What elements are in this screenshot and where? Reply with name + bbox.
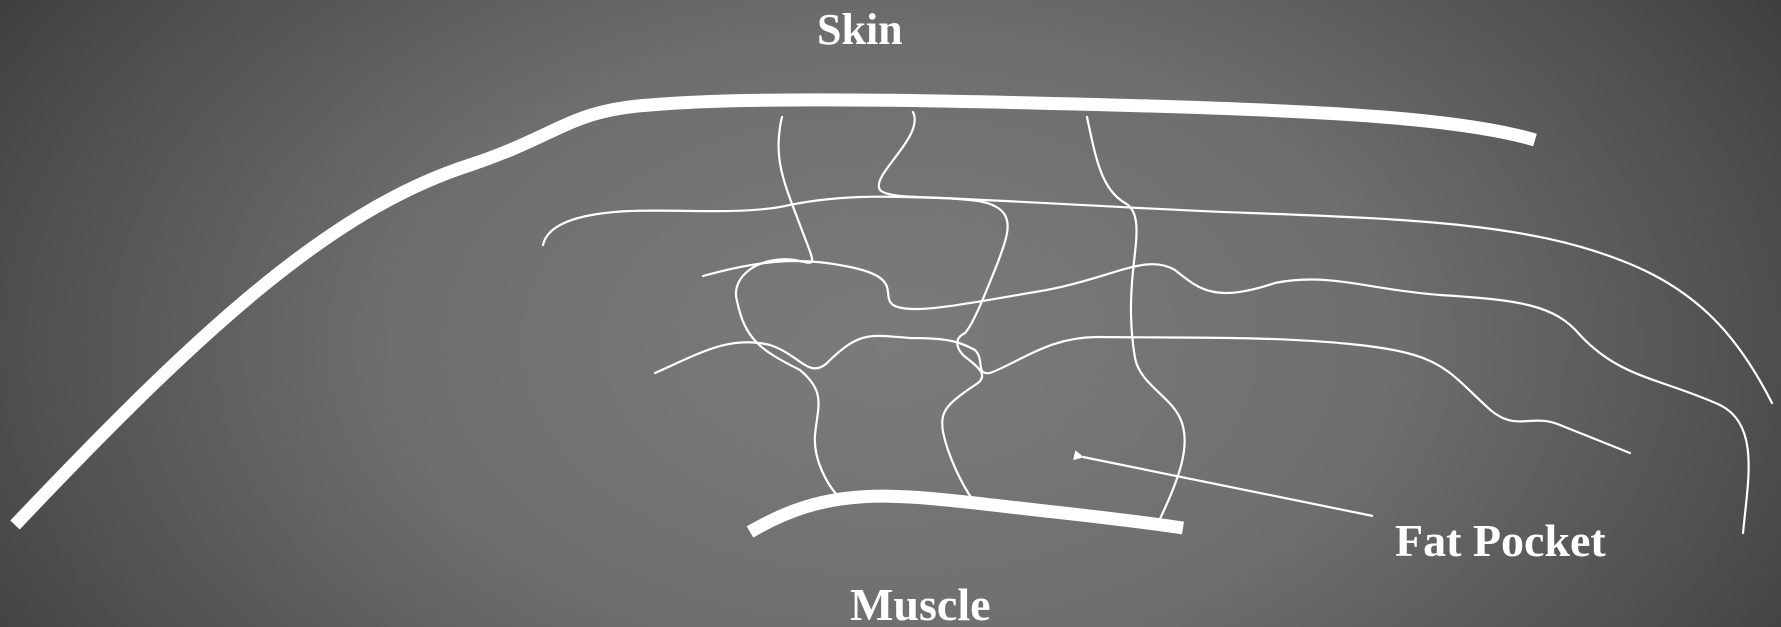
fat-pocket-label: Fat Pocket <box>1395 518 1606 564</box>
septum-strand <box>1087 117 1185 525</box>
septum-strand <box>736 117 837 495</box>
fat-pocket-pointer-arrow <box>1083 457 1373 516</box>
skin-label: Skin <box>817 8 903 52</box>
septum-strand <box>655 336 1630 453</box>
skin-layer-line <box>15 100 1535 525</box>
fibrous-septa <box>543 112 1772 533</box>
muscle-layer-line <box>750 496 1183 532</box>
muscle-label: Muscle <box>850 582 991 627</box>
septum-strand <box>543 197 1772 403</box>
